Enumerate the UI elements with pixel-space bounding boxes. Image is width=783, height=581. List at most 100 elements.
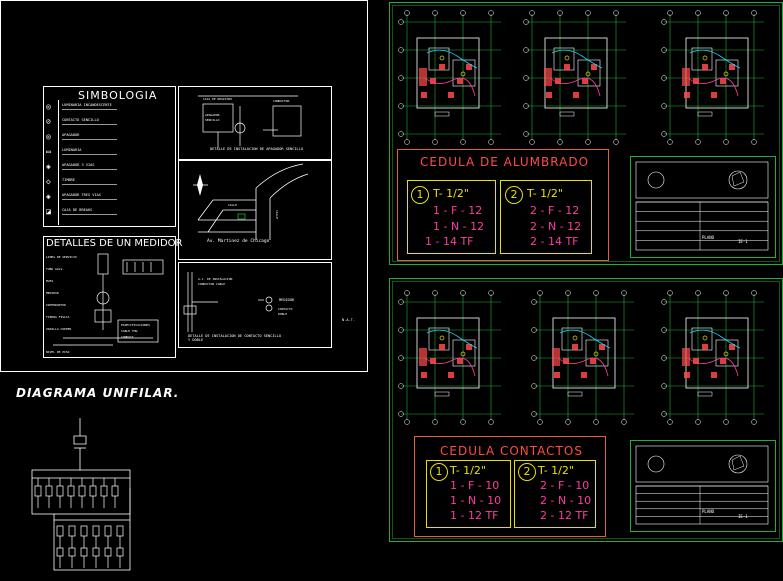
simbologia-item-label: APAGADOR: [62, 133, 80, 137]
simbologia-item-label: APAGADOR TRES VIAS: [62, 193, 101, 197]
contacto-legend: MEDIDOR: [279, 298, 295, 302]
title-block-alumbrado-drawing: [635, 161, 769, 251]
cedula-alumbrado-title: CEDULA DE ALUMBRADO: [420, 155, 590, 169]
sheet-alumbrado-inner: [392, 5, 780, 262]
floor-plan-planta-baja-alumbrado: [398, 10, 501, 145]
simbologia-symbol-icon: ◪: [46, 207, 51, 216]
contactos-circuit-1-number: 1: [430, 463, 448, 481]
svg-text:CONDUIT: CONDUIT: [121, 335, 134, 339]
svg-text:NIVEL DE PISO: NIVEL DE PISO: [46, 350, 70, 354]
svg-text:APAGADOR: APAGADOR: [205, 113, 220, 117]
croquis-box: [178, 160, 332, 260]
contactos-circuit-1-box: [426, 460, 511, 528]
simbologia-symbol-icon: ◈: [46, 192, 51, 201]
contactos-c2-line-3: 2 - 12 TF: [540, 509, 589, 522]
cedula-contactos-title: CEDULA CONTACTOS: [440, 444, 583, 458]
svg-text:ESPECIFICACIONES: ESPECIFICACIONES: [121, 323, 150, 327]
medidor-title: DETALLES DE UN MEDIDOR: [46, 238, 183, 249]
detalle-contacto-box: [178, 262, 332, 348]
floor-plan-azotea-alumbrado: [661, 10, 764, 145]
croquis-street-label: Av. Martinez de Chicago: [207, 239, 270, 244]
simbologia-row-line: [62, 214, 117, 215]
simbologia-symbol-icon: ◎: [46, 102, 51, 111]
title-block-contactos: [630, 440, 776, 532]
svg-text:CABLE THW: CABLE THW: [121, 329, 137, 333]
floor-plan-planta-alta-contactos: [531, 290, 634, 425]
contactos-c2-line-0: T- 1/2": [538, 464, 574, 477]
title-block-alumbrado-plano: PLANO: [702, 235, 715, 240]
alumbrado-c1-line-1: 1 - F - 12: [433, 204, 483, 217]
floor-plan-planta-baja-contactos: [398, 290, 501, 425]
detalle-apagador-label: DETALLE DE INSTALACION DE APAGADOR SENCI…: [210, 147, 304, 151]
diagrama-title: DIAGRAMA UNIFILAR.: [16, 386, 180, 400]
simbologia-symbol-icon: ▭: [46, 147, 51, 156]
simbologia-item-label: TIMBRE: [62, 178, 75, 182]
contactos-c1-line-0: T- 1/2": [450, 464, 486, 477]
simbologia-divider: [58, 100, 59, 225]
detalle-apagador-box: [178, 86, 332, 160]
alumbrado-c2-line-2: 2 - N - 12: [530, 220, 582, 233]
alumbrado-c1-line-0: T- 1/2": [433, 187, 469, 200]
title-block-contactos-no: IE-1: [738, 514, 748, 519]
contacto-note: N.A.T.: [342, 318, 355, 322]
simbologia-item-label: CONTACTO SENCILLO: [62, 118, 99, 122]
simbologia-title: SIMBOLOGIA: [78, 89, 158, 102]
simbologia-symbol-icon: ◎: [46, 132, 51, 141]
title-block-contactos-drawing: [635, 445, 769, 525]
contactos-c2-line-1: 2 - F - 10: [540, 479, 590, 492]
svg-text:DOBLE: DOBLE: [278, 312, 287, 316]
alumbrado-circuit-1-box: [407, 180, 496, 254]
alumbrado-circuit-2-box: [500, 180, 592, 254]
svg-text:INTERRUPTOR: INTERRUPTOR: [46, 303, 66, 307]
svg-text:LINEA DE SERVICIO: LINEA DE SERVICIO: [46, 255, 77, 259]
simbologia-row-line: [62, 199, 117, 200]
contactos-c1-line-1: 1 - F - 10: [450, 479, 500, 492]
simbologia-item-label: CAJA DE BREAKS: [62, 208, 93, 212]
simbologia-symbol-icon: ⊘: [46, 117, 51, 126]
simbologia-row-line: [62, 184, 117, 185]
simbologia-row-line: [62, 169, 117, 170]
floor-plan-azotea-contactos: [661, 290, 764, 425]
medidor-box: [43, 236, 176, 358]
svg-text:TUBO GALV.: TUBO GALV.: [46, 267, 64, 271]
croquis-drawing: CALLE CALLE: [193, 163, 309, 240]
svg-text:CAJA DE REGISTRO: CAJA DE REGISTRO: [203, 97, 232, 101]
alumbrado-c2-line-0: T- 1/2": [527, 187, 563, 200]
svg-text:MUFA: MUFA: [46, 279, 53, 283]
simbologia-item-label: LUMINARIA: [62, 148, 82, 152]
floor-plan-planta-alta-alumbrado: [523, 10, 626, 145]
svg-text:CONDUCTOR: CONDUCTOR: [273, 99, 289, 103]
contactos-circuit-2-number: 2: [518, 463, 536, 481]
contactos-c1-line-3: 1 - 12 TF: [450, 509, 499, 522]
simbologia-item-label: LUMINARIA INCANDESCENTE: [62, 103, 112, 107]
contactos-c1-line-2: 1 - N - 10: [450, 494, 502, 507]
alumbrado-circuit-1-number: 1: [411, 186, 429, 204]
svg-text:CALLE: CALLE: [275, 210, 279, 219]
title-block-alumbrado-no: IE-1: [738, 239, 748, 244]
simbologia-table: [43, 86, 176, 227]
simbologia-row-line: [62, 154, 117, 155]
simbologia-row-line: [62, 109, 117, 110]
alumbrado-c1-line-3: 1 - 14 TF: [425, 235, 474, 248]
alumbrado-c2-line-1: 2 - F - 12: [530, 204, 580, 217]
svg-text:CALLE: CALLE: [228, 203, 237, 207]
title-block-alumbrado: [630, 156, 776, 258]
alumbrado-c2-line-3: 2 - 14 TF: [530, 235, 579, 248]
alumbrado-c1-line-2: 1 - N - 12: [433, 220, 485, 233]
contactos-c2-line-2: 2 - N - 10: [540, 494, 592, 507]
simbologia-symbol-icon: ◇: [46, 177, 51, 186]
simbologia-row-line: [62, 124, 117, 125]
cedula-contactos: [414, 436, 606, 537]
title-block-contactos-plano: PLANO: [702, 509, 715, 514]
svg-text:CONTACTO: CONTACTO: [278, 307, 293, 311]
detalle-contacto-label: DETALLE DE INSTALACION DE CONTACTO SENCI…: [188, 334, 282, 342]
sheet-contactos-inner: [392, 281, 780, 539]
simbologia-symbol-icon: ◈: [46, 162, 51, 171]
simbologia-row-line: [62, 139, 117, 140]
detail-sheet-frame: [0, 0, 368, 372]
svg-text:A.C. DE INSTALACION: A.C. DE INSTALACION: [198, 277, 233, 281]
svg-text:TIERRA FISICA: TIERRA FISICA: [46, 315, 70, 319]
